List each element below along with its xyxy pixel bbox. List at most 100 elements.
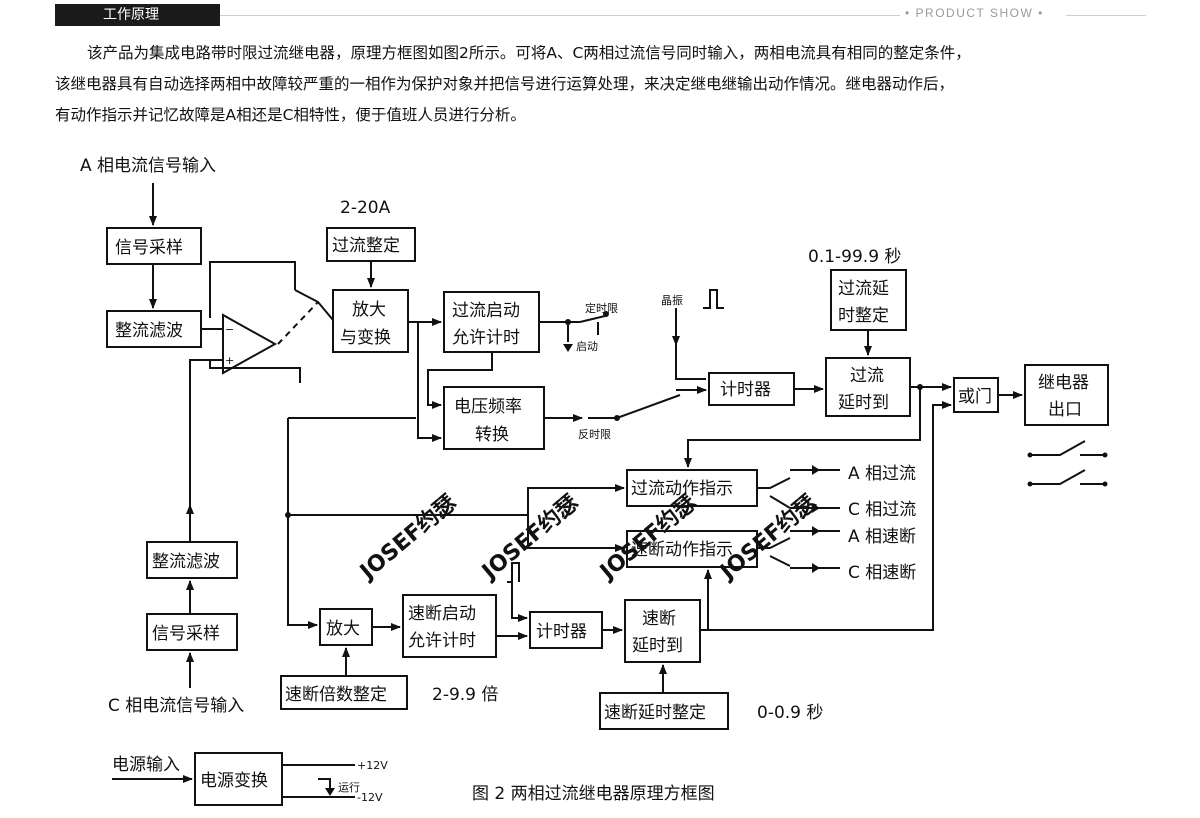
wire-qbarrival-to-or <box>700 401 952 631</box>
product-show-label: • PRODUCT SHOW • <box>905 6 1044 20</box>
label-qb-arrival-1: 速断 <box>642 609 676 629</box>
wire-bus-mid <box>288 484 625 516</box>
intro-line-3: 有动作指示并记忆故障是A相还是C相特性，便于值班人员进行分析。 <box>55 106 526 124</box>
crystal-pulse <box>703 289 724 309</box>
label-oc-arrival-2: 延时到 <box>838 393 889 413</box>
intro-paragraph: 该产品为集成电路带时限过流继电器，原理方框图如图2所示。可将A、C两相过流信号同… <box>55 38 1155 131</box>
label-rectify-c: 整流滤波 <box>152 552 220 572</box>
led-icon-start <box>563 344 573 352</box>
label-c-input: C 相电流信号输入 <box>108 696 244 716</box>
led-icon-c-qb <box>812 563 820 573</box>
qb-pulse <box>507 562 520 583</box>
wire-c-to-comp <box>189 359 210 505</box>
wire-top-feedback <box>209 261 296 318</box>
watermark-1: JOSEF约瑟 <box>354 490 462 586</box>
wire-comp-plus <box>209 359 301 383</box>
label-amp-2: 放大 <box>326 619 360 639</box>
relay-contact-nc <box>1030 440 1105 456</box>
label-oc-set: 过流整定 <box>332 236 400 256</box>
intro-line-2: 该继电器具有自动选择两相中故障较严重的一相作为保护对象并把信号进行运算处理，来决… <box>55 75 955 93</box>
label-oc-delay-set-2: 时整定 <box>838 306 889 326</box>
label-vf-1: 电压频率 <box>454 397 522 417</box>
comp-plus-sign: + <box>225 354 234 367</box>
wire-pulse-to-timer2 <box>511 582 528 622</box>
contact-dot-4 <box>1102 481 1108 487</box>
comp-minus-sign: − <box>225 323 234 336</box>
sample-c-box <box>146 613 238 651</box>
label-qb-arrival-2: 延时到 <box>632 636 683 656</box>
label-qb-multiple-set: 速断倍数整定 <box>285 685 387 705</box>
node-dot-3 <box>285 512 291 518</box>
label-led-c-qb: C 相速断 <box>848 563 916 583</box>
label-led-c-oc: C 相过流 <box>848 500 916 520</box>
contact-dot-3 <box>1027 481 1033 487</box>
watermark-2: JOSEF约瑟 <box>476 490 584 586</box>
relay-contact-no <box>1030 469 1105 485</box>
definite-switch <box>579 315 606 323</box>
label-amp-convert-1: 放大 <box>352 300 386 320</box>
switch-blade-1 <box>294 289 334 321</box>
wire-amp-to-vf <box>417 322 442 442</box>
wire-arrival-down-to-ocind <box>684 387 921 468</box>
label-power-convert: 电源变换 <box>200 771 268 791</box>
label-oc-start-1: 过流启动 <box>452 301 520 321</box>
label-multiple-range: 2-9.9 倍 <box>432 685 498 705</box>
contact-dot-1 <box>1027 452 1033 458</box>
qb-multiple-set-box <box>280 675 408 710</box>
label-relay-out-1: 继电器 <box>1038 373 1089 393</box>
label-timer-2: 计时器 <box>536 622 587 642</box>
header-divider-right <box>1066 15 1146 16</box>
label-run-led: 运行 <box>338 781 360 794</box>
section-title-tab: 工作原理 <box>55 4 220 26</box>
label-led-a-qb: A 相速断 <box>848 527 916 547</box>
inverse-switch <box>588 394 681 419</box>
led-icon-c-oc <box>812 503 820 513</box>
label-qb-indicator: 速断动作指示 <box>631 540 733 560</box>
label-a-input: A 相电流信号输入 <box>80 156 216 176</box>
wire-bus-mid2 <box>527 515 625 552</box>
label-oc-start-2: 允许计时 <box>452 328 520 348</box>
label-sample-a: 信号采样 <box>115 238 183 258</box>
led-icon-a-qb <box>812 526 820 536</box>
label-inverse-time: 反时限 <box>578 428 611 441</box>
label-or-gate: 或门 <box>958 387 992 407</box>
label-timer-1: 计时器 <box>720 380 771 400</box>
label-qb-start-1: 速断启动 <box>408 604 476 624</box>
label-delay-range: 0.1-99.9 秒 <box>808 247 901 267</box>
comparator-triangle <box>222 313 278 375</box>
label-sample-c: 信号采样 <box>152 624 220 644</box>
label-oc-delay-set-1: 过流延 <box>838 279 889 299</box>
node-dot-5 <box>614 415 620 421</box>
power-convert-box <box>194 752 283 806</box>
label-range-current: 2-20A <box>340 198 391 218</box>
label-definite-time: 定时限 <box>585 301 618 315</box>
node-dot-1 <box>565 319 571 325</box>
contact-dot-2 <box>1102 452 1108 458</box>
label-oc-indicator: 过流动作指示 <box>631 479 733 499</box>
wire-ocstart-to-vf <box>427 352 493 409</box>
label-amp-convert-2: 与变换 <box>340 328 391 348</box>
watermark-4: JOSEF约瑟 <box>714 490 822 586</box>
wire-bus-down <box>287 418 318 629</box>
label-oc-arrival-1: 过流 <box>850 366 884 386</box>
label-caption: 图 2 两相过流继电器原理方框图 <box>472 784 715 804</box>
ind-oc-switch <box>757 477 791 509</box>
ind-qb-switch <box>757 537 791 567</box>
label-vf-2: 转换 <box>475 425 509 445</box>
label-power-input: 电源输入 <box>112 755 180 775</box>
wire-crystal-down <box>675 345 706 380</box>
relay-out-box <box>1024 364 1109 426</box>
dashed-switch-link <box>277 301 319 345</box>
node-dot-4 <box>603 311 609 317</box>
node-dot-2 <box>917 384 923 390</box>
led-icon-a-oc <box>812 465 820 475</box>
label-crystal: 晶振 <box>661 293 683 307</box>
label-relay-out-2: 出口 <box>1048 400 1082 420</box>
label-qb-start-2: 允许计时 <box>408 631 476 651</box>
label-start-led: 启动 <box>576 340 598 353</box>
label-rectify-a: 整流滤波 <box>115 321 183 341</box>
label-plus12: +12V <box>357 759 388 772</box>
header-divider <box>220 15 900 16</box>
intro-line-1: 该产品为集成电路带时限过流继电器，原理方框图如图2所示。可将A、C两相过流信号同… <box>87 44 971 62</box>
